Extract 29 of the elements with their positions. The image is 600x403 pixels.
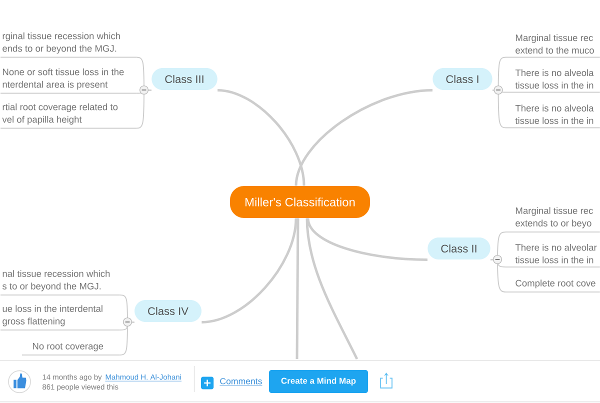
- comments-link: Comments: [220, 378, 262, 386]
- branch-line: [306, 218, 358, 360]
- branch-line: [490, 259, 506, 292]
- subtopic-text: There is no alveola tissue loss in the in: [506, 69, 600, 93]
- branch-line: [306, 218, 428, 261]
- subtopic-text: There is no alveola tissue loss in the in: [506, 104, 600, 128]
- subtopic-text: No root coverage: [22, 342, 120, 356]
- topic-bubble: Class I: [432, 68, 492, 90]
- branch-line: [217, 88, 306, 186]
- branch-line: [202, 218, 298, 324]
- subtopic-text: There is no alveolar tissue loss in the in: [506, 244, 600, 268]
- branch-line: [296, 218, 300, 359]
- create-button: Create a Mind Map: [269, 370, 368, 393]
- subtopic-text: None or soft tissue loss in the nterdental area is present: [0, 68, 137, 94]
- branch-line: [294, 88, 433, 186]
- topic-bubble: Class III: [152, 68, 218, 90]
- central-topic: Miller's Classification: [230, 186, 370, 218]
- branch-line: [136, 90, 152, 129]
- topic-bubble: Class II: [428, 238, 490, 260]
- branch-line: [119, 322, 135, 356]
- subtopic-text: Marginal tissue rec extend to the muco: [506, 34, 600, 58]
- subtopic-text: rtial root coverage related to vel of papilla height: [0, 103, 137, 129]
- subtopic-text: Complete root cove: [506, 280, 600, 292]
- subtopic-text: ue loss in the interdental gross flattening: [0, 305, 120, 330]
- subtopic-text: Marginal tissue rec extends to or beyo: [506, 207, 600, 232]
- branch-line: [492, 90, 506, 128]
- subtopic-text: nal tissue recession which s to or beyond the MGJ.: [0, 270, 120, 296]
- subtopic-text: rginal tissue recession which ends to or beyond the MGJ.: [0, 32, 137, 58]
- topic-bubble: Class IV: [134, 300, 202, 322]
